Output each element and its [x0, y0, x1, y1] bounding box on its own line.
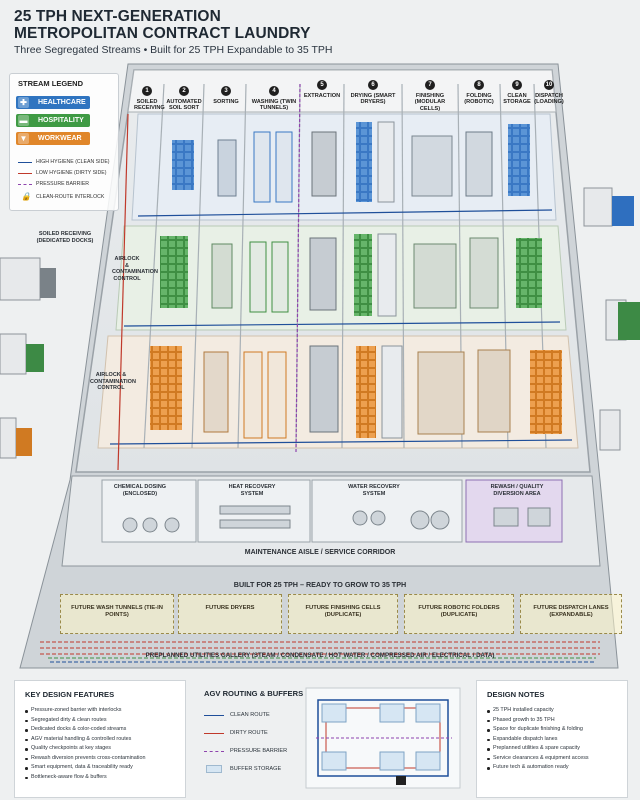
page-subtitle: Three Segregated Streams • Built for 25 …: [14, 44, 333, 56]
chemical-dosing-label: CHEMICAL DOSING (ENCLOSED): [113, 484, 167, 497]
list-item: Preplanned utilities & spare capacity: [487, 744, 589, 754]
list-item: Dedicated docks & color-coded streams: [25, 725, 145, 735]
key-features-panel: KEY DESIGN FEATURES Pressure-zoned barri…: [14, 680, 186, 798]
shirt-icon: ▼: [18, 133, 29, 144]
legend-pressure-barrier: PRESSURE BARRIER: [16, 180, 121, 189]
agv-pressure-barrier: PRESSURE BARRIER: [204, 746, 287, 756]
soiled-trucks: [0, 257, 56, 459]
list-item: AGV material handling & controlled route…: [25, 735, 145, 745]
water-recovery-label: WATER RECOVERY SYSTEM: [348, 484, 400, 497]
design-notes-list: 25 TPH installed capacity Phased growth …: [487, 706, 589, 773]
expansion-title: BUILT FOR 25 TPH – READY TO GROW TO 35 T…: [233, 580, 407, 589]
agv-routing-title: AGV ROUTING & BUFFERS: [204, 689, 304, 698]
bed-icon: ▬: [18, 115, 29, 126]
agv-clean-route: CLEAN ROUTE: [204, 710, 270, 720]
legend-healthcare: ✚HEALTHCARE: [16, 96, 90, 109]
utilities-gallery-lines: [40, 641, 600, 655]
utilities-gallery-label: PREPLANNED UTILITIES GALLERY (STEAM / CO…: [145, 652, 495, 659]
list-item: Rewash diversion prevents cross-contamin…: [25, 754, 145, 764]
airlock-label-1: AIRLOCK & CONTAMINATION CONTROL: [112, 256, 158, 282]
dispatch-trucks: [583, 187, 640, 451]
future-dryers: FUTURE DRYERS: [178, 594, 282, 634]
legend-low-hygiene: LOW HYGIENE (DIRTY SIDE): [16, 169, 121, 178]
list-item: Future tech & automation ready: [487, 763, 589, 773]
list-item: Service clearances & equipment access: [487, 754, 589, 764]
future-robotic-folders: FUTURE ROBOTIC FOLDERS (DUPLICATE): [404, 594, 514, 634]
hospitality-equipment: [160, 233, 542, 317]
legend-title: STREAM LEGEND: [18, 79, 84, 88]
list-item: Space for duplicate finishing & folding: [487, 725, 589, 735]
list-item: Expandable dispatch lanes: [487, 735, 589, 745]
heat-recovery-label: HEAT RECOVERY SYSTEM: [228, 484, 276, 497]
plus-icon: ✚: [18, 97, 29, 108]
agv-routing-diagram: [305, 687, 461, 789]
route-lines: [109, 83, 573, 471]
legend-interlock: 🔒CLEAN-ROUTE INTERLOCK: [21, 192, 105, 201]
list-item: Quality checkpoints at key stages: [25, 744, 145, 754]
design-notes-panel: DESIGN NOTES 25 TPH installed capacity P…: [476, 680, 628, 798]
service-corridor-label: MAINTENANCE AISLE / SERVICE CORRIDOR: [244, 549, 396, 556]
workwear-equipment: [150, 345, 562, 439]
rewash-label: REWASH / QUALITY DIVERSION AREA: [490, 484, 544, 497]
list-item: Phased growth to 35 TPH: [487, 716, 589, 726]
future-dispatch-lanes: FUTURE DISPATCH LANES (EXPANDABLE): [520, 594, 622, 634]
list-item: Smart equipment, data & traceability rea…: [25, 763, 145, 773]
agv-buffer-storage: BUFFER STORAGE: [204, 764, 281, 774]
list-item: 25 TPH installed capacity: [487, 706, 589, 716]
healthcare-equipment: [172, 121, 530, 203]
future-finishing-cells: FUTURE FINISHING CELLS (DUPLICATE): [288, 594, 398, 634]
list-item: Pressure-zoned barrier with interlocks: [25, 706, 145, 716]
soiled-docks-label: SOILED RECEIVING (DEDICATED DOCKS): [36, 231, 94, 244]
lock-icon: 🔒: [21, 192, 31, 201]
list-item: Bottleneck-aware flow & buffers: [25, 773, 145, 783]
legend-workwear: ▼WORKWEAR: [16, 132, 90, 145]
legend-high-hygiene: HIGH HYGIENE (CLEAN SIDE): [16, 158, 121, 167]
agv-dirty-route: DIRTY ROUTE: [204, 728, 268, 738]
future-wash-tunnels: FUTURE WASH TUNNELS (TIE-IN POINTS): [60, 594, 174, 634]
airlock-label-2: AIRLOCK & CONTAMINATION CONTROL: [90, 372, 136, 391]
stream-legend: STREAM LEGEND ✚HEALTHCARE ▬HOSPITALITY ▼…: [9, 73, 119, 211]
process-header-band: [127, 69, 557, 113]
page-title: 25 TPH NEXT-GENERATION METROPOLITAN CONT…: [14, 8, 311, 42]
design-notes-title: DESIGN NOTES: [487, 690, 545, 699]
key-features-title: KEY DESIGN FEATURES: [25, 690, 115, 699]
list-item: Segregated dirty & clean routes: [25, 716, 145, 726]
key-features-list: Pressure-zoned barrier with interlocks S…: [25, 706, 145, 782]
agv-routing-panel: AGV ROUTING & BUFFERS CLEAN ROUTE DIRTY …: [192, 680, 468, 798]
utility-tanks: [122, 505, 551, 533]
legend-hospitality: ▬HOSPITALITY: [16, 114, 90, 127]
